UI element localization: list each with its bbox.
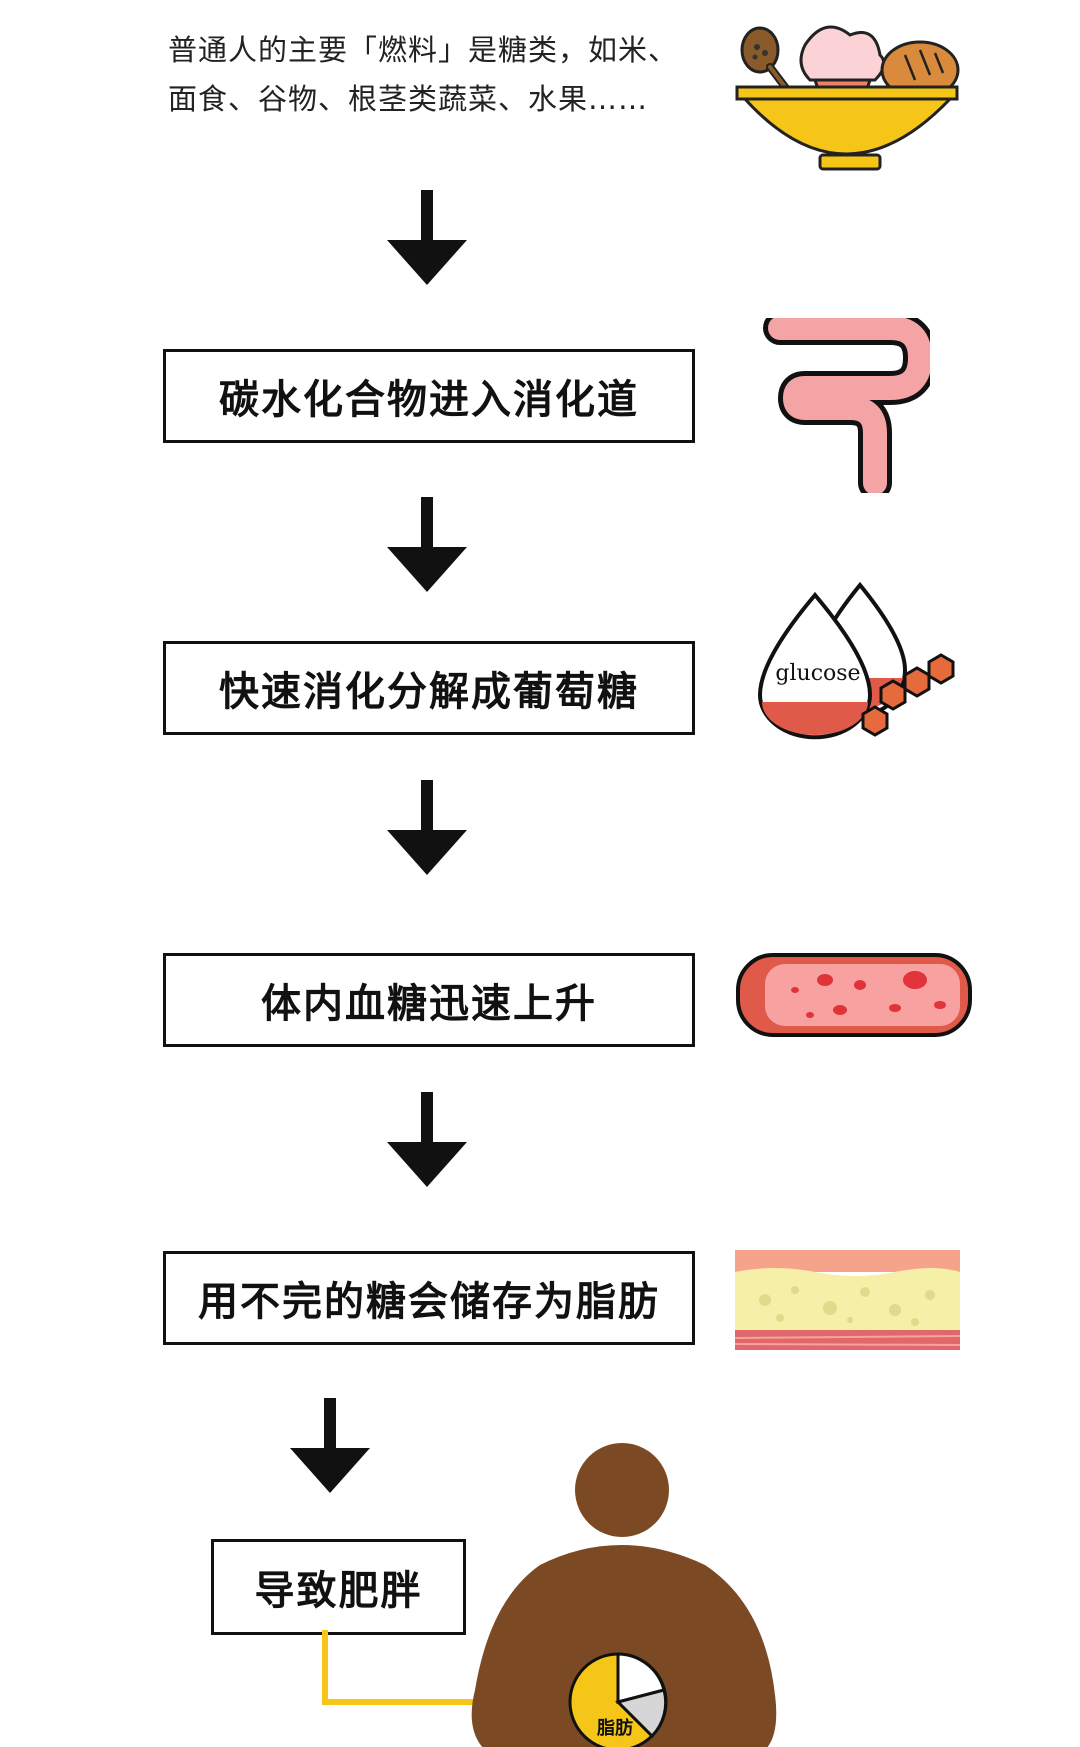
intestine-icon	[763, 318, 930, 493]
final-label: 导致肥胖	[254, 1568, 423, 1614]
fat-tissue-icon	[735, 1250, 960, 1350]
glucose-drops-icon: glucose	[757, 581, 955, 740]
food-bowl-icon	[735, 25, 960, 171]
step-label-1: 碳水化合物进入消化道	[219, 377, 639, 423]
down-arrow-icon	[387, 497, 467, 592]
step-box-3: 体内血糖迅速上升	[163, 953, 695, 1047]
step-label-4: 用不完的糖会储存为脂肪	[198, 1279, 660, 1325]
fat-pie-icon: 脂肪	[568, 1652, 668, 1747]
down-arrow-icon	[387, 190, 467, 285]
down-arrow-icon	[387, 1092, 467, 1187]
down-arrow-icon	[387, 780, 467, 875]
intro-text: 普通人的主要「燃料」是糖类，如米、 面食、谷物、根茎类蔬菜、水果……	[168, 26, 728, 124]
intro-line-1: 普通人的主要「燃料」是糖类，如米、	[168, 33, 679, 67]
step-box-4: 用不完的糖会储存为脂肪	[163, 1251, 695, 1345]
step-box-2: 快速消化分解成葡萄糖	[163, 641, 695, 735]
fat-label: 脂肪	[597, 1717, 633, 1739]
obese-person-icon: 脂肪	[471, 1443, 777, 1747]
step-box-1: 碳水化合物进入消化道	[163, 349, 695, 443]
glucose-label: glucose	[775, 661, 860, 686]
final-result-box: 导致肥胖	[211, 1539, 466, 1635]
step-label-2: 快速消化分解成葡萄糖	[219, 669, 639, 715]
blood-vessel-icon	[736, 953, 972, 1037]
intro-line-2: 面食、谷物、根茎类蔬菜、水果……	[168, 82, 649, 116]
step-label-3: 体内血糖迅速上升	[261, 981, 597, 1027]
down-arrow-icon	[290, 1398, 370, 1493]
